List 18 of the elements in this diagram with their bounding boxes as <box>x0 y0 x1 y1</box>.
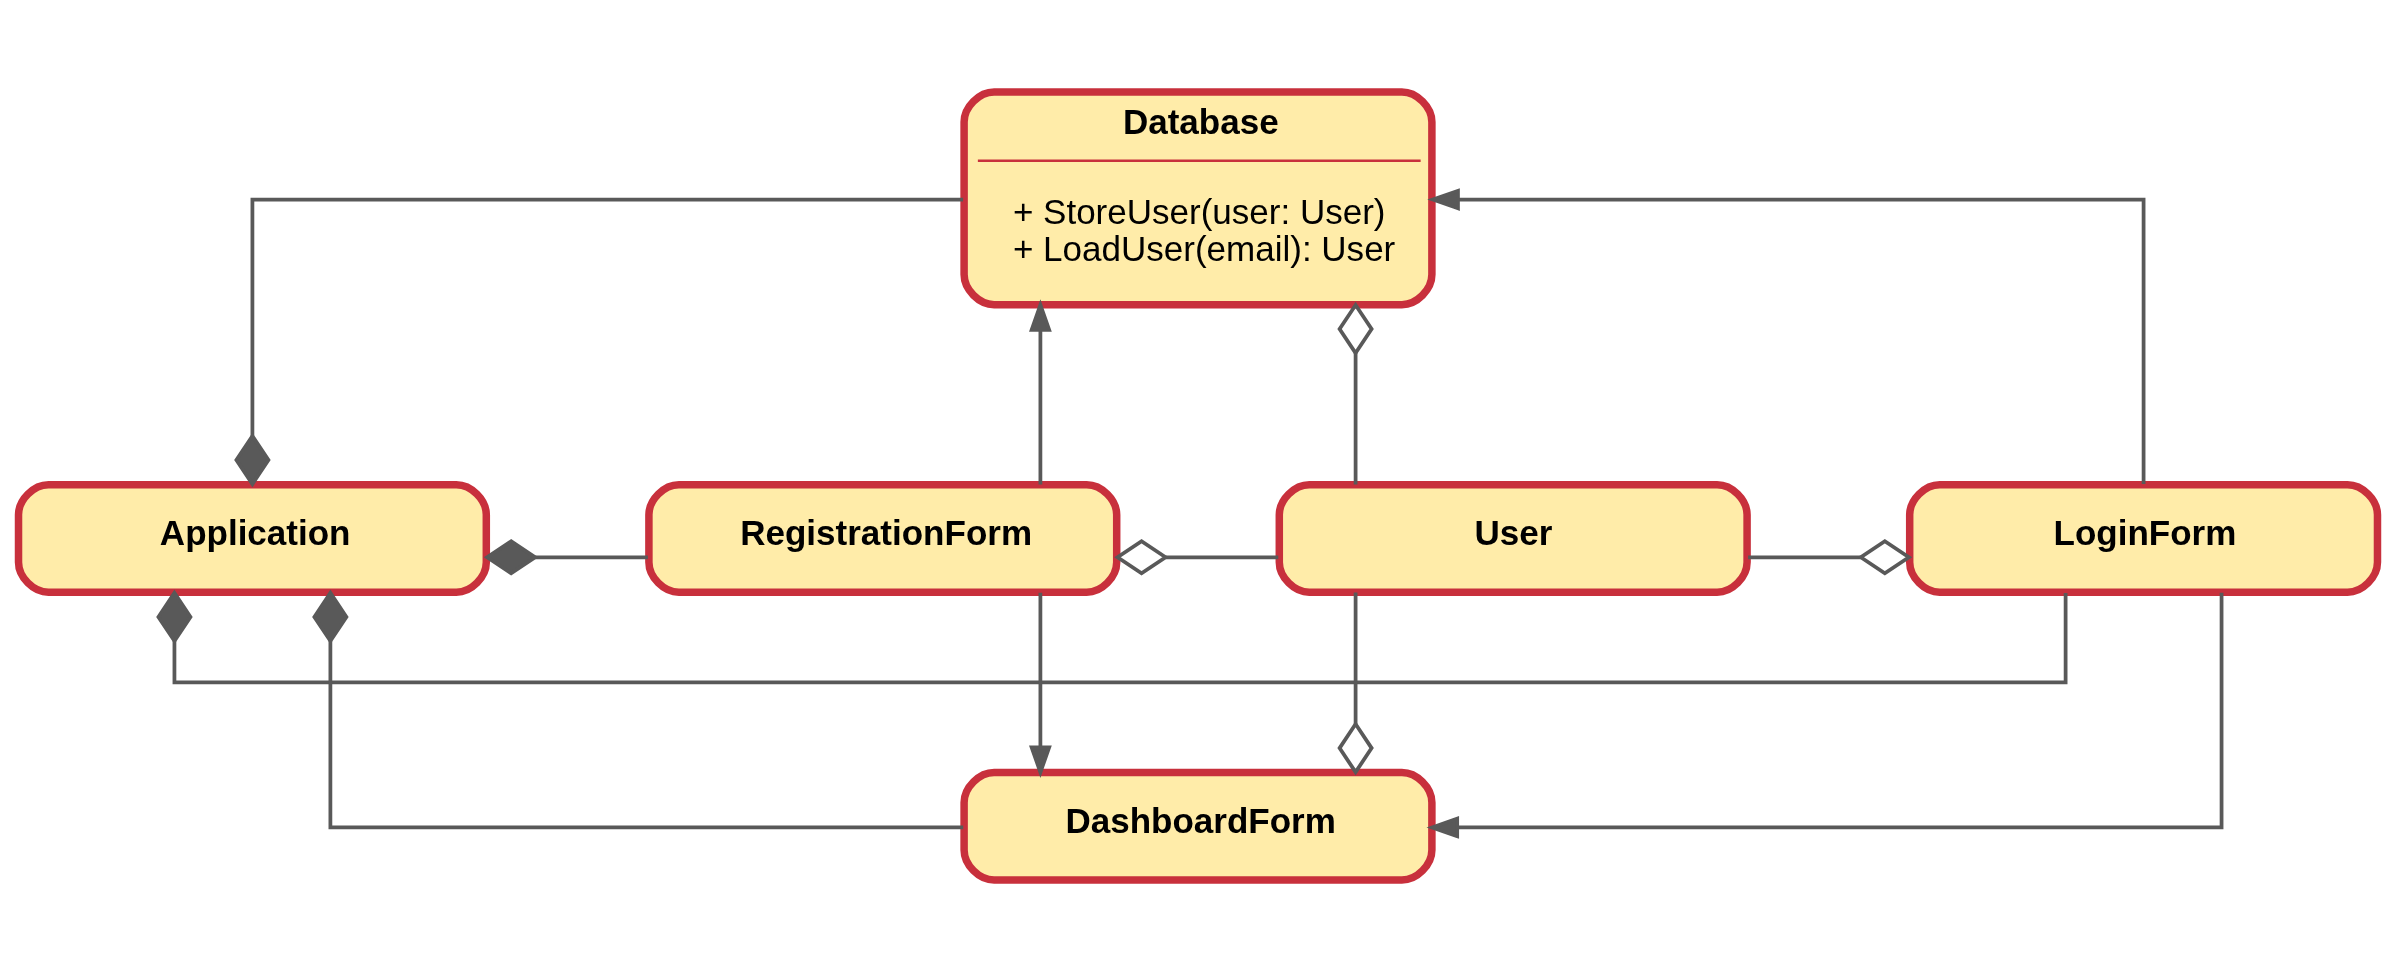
connector <box>234 197 964 487</box>
arrow <box>1029 592 1052 778</box>
node-box: Database + StoreUser(user: User) + LoadUser(email): User <box>960 87 1436 308</box>
node-box: RegistrationForm <box>645 480 1121 596</box>
node-box: DashboardForm <box>960 768 1436 884</box>
arrow <box>1427 187 2146 484</box>
connector <box>1337 301 1374 484</box>
node-box: Application <box>14 480 491 596</box>
connector <box>1748 538 1913 576</box>
arrow <box>1426 592 2224 839</box>
node-box: LoginForm <box>1905 480 2382 596</box>
arrow <box>1029 298 1052 485</box>
node-box: User <box>1275 480 1751 596</box>
connector <box>156 589 2068 684</box>
connector <box>483 538 648 576</box>
connector <box>1114 538 1279 576</box>
connector <box>312 589 964 829</box>
connector <box>1337 591 1374 775</box>
